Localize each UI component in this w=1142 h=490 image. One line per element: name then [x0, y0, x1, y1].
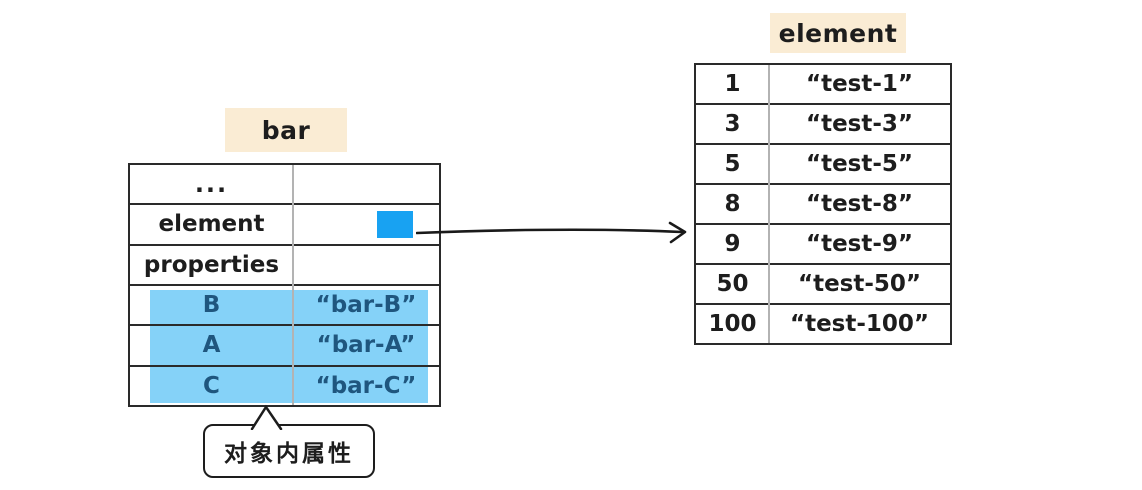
row-key: 8	[724, 191, 741, 217]
table-row-ellipsis: ...	[130, 165, 439, 206]
element-pointer-box	[377, 210, 413, 238]
row-value	[293, 246, 439, 284]
row-key: B	[202, 292, 221, 319]
element-table: 1 “test-1” 3 “test-3” 5 “test-5” 8 “test…	[694, 63, 952, 345]
pointer-arrow	[416, 221, 687, 244]
row-key: element	[158, 211, 265, 238]
row-key: 5	[724, 151, 741, 177]
row-key: C	[203, 372, 220, 399]
row-key: 100	[708, 311, 757, 337]
row-value: “test-100”	[789, 311, 930, 337]
row-value	[293, 165, 439, 203]
row-value: “test-8”	[805, 191, 914, 217]
table-row-3: 3 “test-3”	[696, 105, 950, 145]
row-value: “bar-C”	[315, 372, 417, 399]
table-row-50: 50 “test-50”	[696, 265, 950, 305]
table-row-element: element	[130, 205, 439, 246]
row-value: “test-1”	[805, 71, 914, 97]
table-row-1: 1 “test-1”	[696, 65, 950, 105]
table-row-C: C “bar-C”	[130, 367, 439, 405]
row-value: “test-9”	[805, 231, 914, 257]
row-key: properties	[143, 251, 280, 278]
callout-tail	[250, 404, 283, 430]
row-value: “test-5”	[805, 151, 914, 177]
row-value	[293, 205, 439, 243]
row-value: “bar-A”	[316, 332, 416, 359]
bar-table: ... element properties B “bar-B” A “bar-…	[128, 163, 441, 407]
row-key: 50	[716, 271, 749, 297]
table-row-100: 100 “test-100”	[696, 305, 950, 343]
callout-bubble: 对象内属性	[203, 424, 375, 478]
table-row-5: 5 “test-5”	[696, 145, 950, 185]
row-value: “test-3”	[805, 111, 914, 137]
element-table-column-divider	[768, 65, 770, 343]
table-row-B: B “bar-B”	[130, 286, 439, 327]
element-table-title: element	[770, 13, 906, 53]
bar-table-title: bar	[225, 108, 347, 152]
row-value: “test-50”	[797, 271, 922, 297]
table-row-A: A “bar-A”	[130, 326, 439, 367]
inline-properties-highlight	[150, 290, 428, 403]
row-key: A	[202, 332, 221, 359]
table-row-8: 8 “test-8”	[696, 185, 950, 225]
row-key: 9	[724, 231, 741, 257]
row-value: “bar-B”	[315, 292, 417, 319]
bar-table-column-divider	[292, 165, 294, 405]
table-row-9: 9 “test-9”	[696, 225, 950, 265]
callout-text: 对象内属性	[224, 441, 354, 467]
row-key: 3	[724, 111, 741, 137]
row-key: ...	[194, 170, 229, 199]
row-key: 1	[724, 71, 741, 97]
table-row-properties: properties	[130, 246, 439, 286]
